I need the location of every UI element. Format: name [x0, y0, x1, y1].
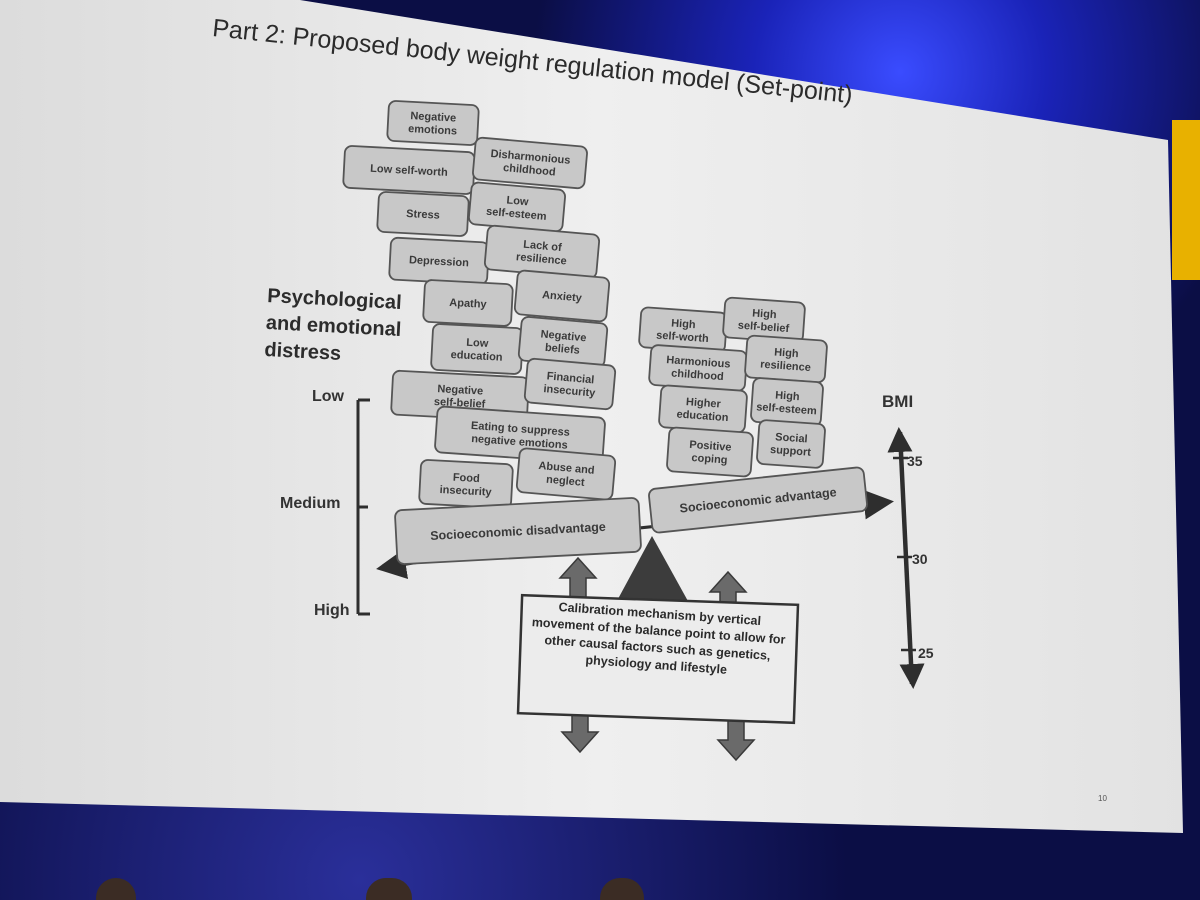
left-block-box [513, 269, 611, 323]
left-block: Disharmoniouschildhood [472, 136, 588, 190]
down-arrow-right [716, 719, 756, 762]
left-block: Negativeemotions [386, 100, 480, 146]
left-block-label: Negativeemotions [408, 110, 458, 138]
right-block-label: Highereducation [676, 396, 730, 425]
right-block-label: Highself-esteem [756, 388, 818, 417]
left-block-label: Apathy [449, 297, 488, 311]
bmi-axis [887, 427, 925, 689]
right-block: Highresilience [744, 334, 828, 384]
right-block-box [666, 426, 754, 478]
right-block-label: Highself-worth [656, 317, 710, 346]
page-number: 10 [1098, 794, 1107, 803]
left-block: Loweducation [430, 323, 524, 375]
right-block: Highself-belief [722, 296, 806, 344]
audience-head [600, 878, 644, 900]
left-block: Stress [376, 191, 470, 237]
right-block: Highself-worth [638, 306, 728, 354]
distress-axis [356, 398, 370, 616]
left-block-box [523, 357, 617, 411]
left-block: Negativebeliefs [517, 316, 609, 368]
bmi-axis-label: BMI [882, 392, 914, 411]
left-block-label: Negativebeliefs [539, 328, 587, 357]
left-block: Eating to suppressnegative emotions [434, 405, 606, 465]
fulcrum-triangle [612, 536, 694, 612]
left-block: Anxiety [513, 269, 611, 323]
right-block: Harmoniouschildhood [648, 344, 748, 392]
down-arrow-left [560, 711, 600, 754]
left-block: Depression [388, 236, 490, 286]
left-block-label: Stress [406, 208, 440, 222]
left-block: Lack ofresilience [483, 224, 601, 280]
left-block-label: Foodinsecurity [439, 471, 493, 499]
left-block: Abuse andneglect [515, 447, 617, 501]
audience-head [96, 878, 136, 900]
distress-axis-title: Psychological and emotional distress [263, 284, 403, 365]
calibration-box [516, 593, 800, 725]
left-block-label: Anxiety [542, 289, 584, 304]
right-block-label: Highself-belief [737, 307, 790, 336]
right-block-label: Highresilience [760, 346, 812, 374]
audience-head [366, 878, 412, 900]
bmi-tick-30: 30 [912, 551, 928, 567]
left-block-label: Financialinsecurity [543, 370, 598, 400]
right-block-label: Harmoniouschildhood [665, 354, 731, 383]
right-block-label: Socialsupport [770, 431, 813, 459]
left-block-label: Disharmoniouschildhood [489, 148, 571, 180]
left-block-label: Abuse andneglect [537, 460, 595, 490]
left-block-box [394, 497, 642, 565]
right-block-label: Positivecoping [688, 439, 732, 467]
level-medium: Medium [280, 495, 341, 512]
bmi-tick-35: 35 [907, 453, 923, 469]
right-block-stack: Highself-worth Highself-beliefHarmoniousc… [638, 296, 868, 534]
left-block: Low self-worth [342, 145, 476, 195]
right-block-box [648, 466, 868, 534]
right-block-box [756, 419, 826, 469]
right-block: Socialsupport [756, 419, 826, 469]
right-block: Highself-esteem [750, 377, 824, 427]
calibration-arrows [558, 556, 756, 762]
right-block: Highereducation [658, 384, 748, 434]
left-block: Foodinsecurity [418, 459, 514, 509]
left-block-label: Lack ofresilience [516, 238, 569, 267]
left-block: Lowself-esteem [468, 181, 566, 233]
left-block-label: Loweducation [450, 336, 503, 364]
level-low: Low [312, 388, 344, 405]
left-block-box [376, 191, 470, 237]
left-block-box [472, 136, 588, 190]
left-block-box [515, 447, 617, 501]
left-block-box [422, 279, 514, 327]
left-block-label: Lowself-esteem [486, 193, 549, 223]
side-panel [1172, 120, 1200, 280]
right-block: Positivecoping [666, 426, 754, 478]
left-block-box [386, 100, 480, 146]
up-arrow-left [558, 556, 598, 601]
bmi-tick-25: 25 [918, 645, 934, 661]
left-block: Socioeconomic disadvantage [394, 497, 642, 565]
left-block-label: Low self-worth [370, 163, 448, 179]
left-block: Apathy [422, 279, 514, 327]
left-block-label: Depression [409, 254, 470, 269]
left-block: Financialinsecurity [523, 357, 617, 411]
right-block: Socioeconomic advantage [648, 466, 868, 534]
level-high: High [314, 602, 350, 619]
